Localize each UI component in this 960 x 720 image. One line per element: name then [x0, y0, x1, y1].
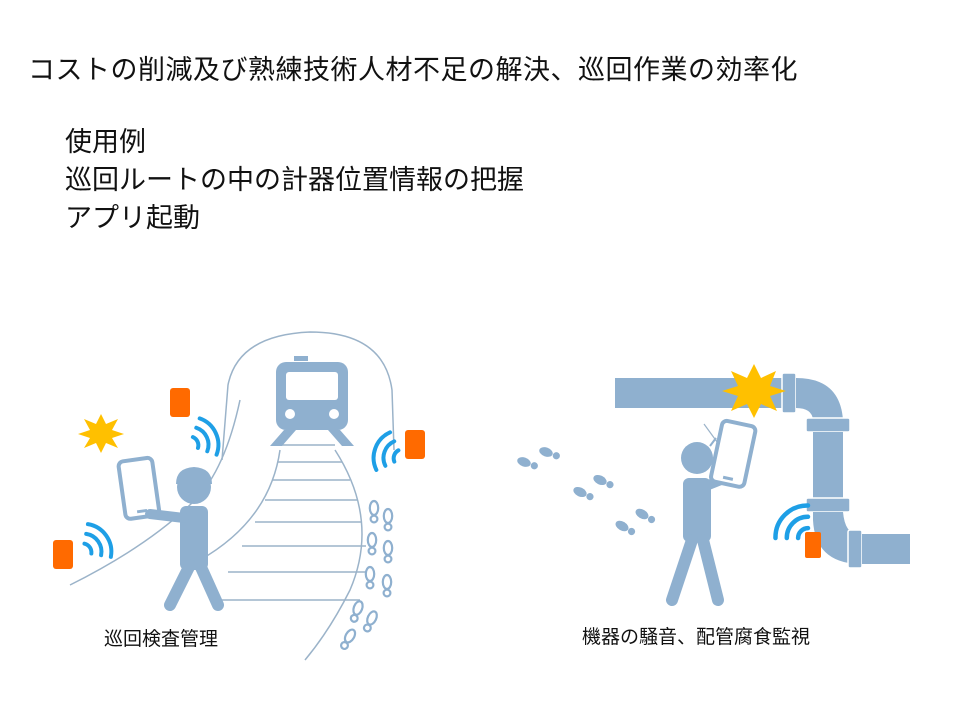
meter-tag-icon [405, 430, 425, 459]
operator-figure [666, 418, 758, 606]
meter-tag-icon [170, 388, 190, 417]
wifi-signal-icon [371, 430, 401, 472]
alert-burst-icon [722, 364, 786, 418]
equipment-monitoring-illustration [515, 364, 910, 606]
smartphone-icon [709, 418, 758, 489]
alert-burst-icon [78, 414, 124, 453]
rail-sleepers [212, 444, 366, 601]
slide-title: コストの削減及び熟練技術人材不足の解決、巡回作業の効率化 [28, 55, 798, 86]
usage-examples: 使用例 巡回ルートの中の計器位置情報の把握 アプリ起動 [65, 124, 524, 238]
caption-equipment-monitoring: 機器の騒音、配管腐食監視 [582, 626, 811, 648]
wifi-signal-icon [82, 522, 114, 559]
footprints-icon [338, 499, 394, 652]
patrol-inspection-illustration [53, 331, 425, 661]
caption-patrol-inspection: 巡回検査管理 [104, 628, 219, 650]
track-curve-left [199, 449, 281, 561]
usage-heading: 使用例 [65, 127, 146, 158]
usage-item-app-launch: アプリ起動 [65, 203, 200, 234]
meter-tag-icon [805, 532, 821, 558]
usage-item-location: 巡回ルートの中の計器位置情報の把握 [65, 165, 524, 196]
train-icon [270, 356, 354, 446]
inspector-figure [116, 455, 224, 611]
meter-tag-icon [53, 540, 73, 569]
footprints-icon [515, 445, 657, 538]
track-curve-right [304, 449, 363, 661]
tunnel-arch-line [221, 331, 395, 461]
tablet-icon [116, 455, 162, 521]
wifi-signal-icon [190, 416, 221, 457]
